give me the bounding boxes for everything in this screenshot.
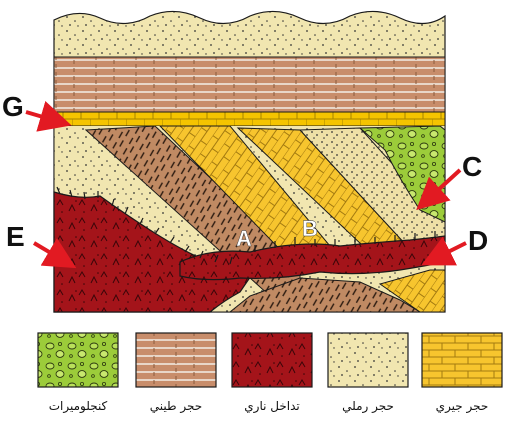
label-b: B (302, 216, 318, 241)
legend-swatch-igneous (232, 333, 312, 387)
label-a: A (236, 226, 252, 251)
legend-label-conglomerate: كنجلوميرات (49, 399, 108, 414)
legend-label-limestone: حجر جيري (436, 399, 489, 414)
cross-section-block (54, 11, 445, 312)
label-d: D (468, 225, 488, 256)
legend-swatch-limestone (422, 333, 502, 387)
limestone-band-layer (54, 112, 445, 126)
label-g: G (2, 91, 24, 122)
legend-label-shale: حجر طيني (150, 399, 202, 414)
horizontal-shale-layer (54, 57, 445, 112)
label-e: E (6, 221, 25, 252)
legend-label-igneous: تداخل ناري (244, 399, 299, 414)
legend-swatch-conglomerate (38, 333, 118, 387)
legend-swatch-sandstone (328, 333, 408, 387)
label-c: C (462, 151, 482, 182)
legend-swatch-shale (136, 333, 216, 387)
legend: كنجلوميرات حجر طيني تداخل ناري حجر رملي … (38, 333, 502, 414)
legend-label-sandstone: حجر رملي (342, 399, 394, 414)
